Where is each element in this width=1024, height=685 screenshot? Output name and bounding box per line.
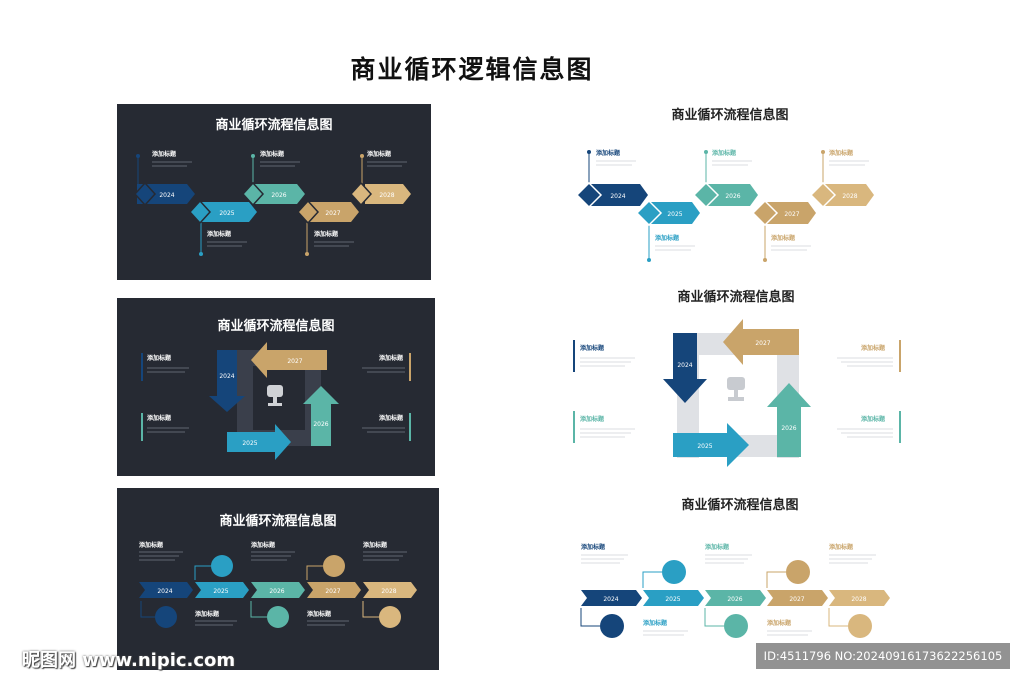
bulb-icon (724, 614, 748, 638)
item-title: 添加标题 (861, 415, 886, 423)
eye-icon (662, 560, 686, 584)
watermark-site: 昵图网 www.nipic.com (22, 650, 236, 671)
year-label-2025: 2025 (667, 211, 682, 218)
linear-diagram-light: 2024 2025 2026 2027 2028 添加标题 添加标题 添加标题 … (580, 543, 890, 638)
eye-icon (211, 555, 233, 577)
target-icon (600, 614, 624, 638)
item-title: 添加标题 (307, 610, 332, 618)
target-icon (155, 606, 177, 628)
year-label-2025: 2025 (665, 596, 680, 603)
panel-title: 商业循环流程信息图 (215, 118, 333, 133)
year-label-2027: 2027 (325, 210, 340, 217)
year-label-2027: 2027 (325, 588, 340, 595)
trophy-icon (848, 614, 872, 638)
item-title: 添加标题 (705, 543, 730, 551)
item-title: 添加标题 (367, 150, 392, 158)
panel-light-zigzag: 商业循环流程信息图 2024 2025 2026 2027 2028 添加标题 … (560, 100, 900, 270)
year-label-2027: 2027 (755, 340, 770, 347)
linear-diagram: 2024 2025 2026 2027 2028 添加标题 添加标题 添加标题 … (139, 541, 417, 628)
panel-dark-zigzag: 商业循环流程信息图 2024 2025 2026 2027 2028 添加标题 … (117, 104, 431, 280)
year-label-2027: 2027 (789, 596, 804, 603)
panel-dark-cycle: 商业循环流程信息图 2027 2024 2025 2026 添加标题 添加标题 … (117, 298, 435, 476)
year-label-2026: 2026 (269, 588, 284, 595)
item-title: 添加标题 (379, 414, 404, 422)
page-title: 商业循环逻辑信息图 (350, 55, 594, 84)
item-title: 添加标题 (596, 149, 621, 157)
item-title: 添加标题 (251, 541, 276, 549)
item-title: 添加标题 (147, 414, 172, 422)
bulb-icon (267, 606, 289, 628)
item-title: 添加标题 (581, 543, 606, 551)
year-label-2028: 2028 (842, 193, 857, 200)
zigzag-diagram: 2024 2025 2026 2027 2028 添加标题 添加标题 添加标题 … (133, 150, 411, 256)
item-title: 添加标题 (712, 149, 737, 157)
item-title: 添加标题 (207, 230, 232, 238)
item-title: 添加标题 (195, 610, 220, 618)
item-title: 添加标题 (829, 543, 854, 551)
panel-title: 商业循环流程信息图 (219, 514, 337, 529)
trophy-icon (727, 377, 745, 401)
year-label-2028: 2028 (381, 588, 396, 595)
scale-icon (786, 560, 810, 584)
panel-title: 商业循环流程信息图 (681, 498, 799, 513)
year-label-2025: 2025 (242, 440, 257, 447)
year-label-2024: 2024 (677, 362, 692, 369)
year-label-2027: 2027 (287, 358, 302, 365)
panel-title: 商业循环流程信息图 (217, 319, 335, 334)
year-label-2024: 2024 (603, 596, 618, 603)
item-title: 添加标题 (363, 541, 388, 549)
panel-title: 商业循环流程信息图 (671, 108, 789, 123)
year-label-2027: 2027 (784, 211, 799, 218)
year-label-2026: 2026 (725, 193, 740, 200)
year-label-2026: 2026 (313, 421, 328, 428)
cycle-diagram-light: 2027 2024 2025 2026 添加标题 添加标题 添加标题 添加标题 (573, 319, 901, 467)
item-title: 添加标题 (260, 150, 285, 158)
item-title: 添加标题 (643, 619, 668, 627)
year-label-2026: 2026 (271, 192, 286, 199)
item-title: 添加标题 (379, 354, 404, 362)
panel-title: 商业循环流程信息图 (677, 290, 795, 305)
item-title: 添加标题 (829, 149, 854, 157)
panel-dark-linear: 商业循环流程信息图 2024 2025 2026 2027 2028 添加标题 … (117, 488, 439, 670)
cycle-diagram: 2027 2024 2025 2026 添加标题 添加标题 添加标题 添加标题 (141, 342, 411, 460)
year-label-2024: 2024 (219, 373, 234, 380)
year-label-2024: 2024 (159, 192, 174, 199)
item-title: 添加标题 (152, 150, 177, 158)
item-title: 添加标题 (767, 619, 792, 627)
item-title: 添加标题 (314, 230, 339, 238)
year-label-2025: 2025 (697, 443, 712, 450)
year-label-2024: 2024 (610, 193, 625, 200)
year-label-2024: 2024 (157, 588, 172, 595)
year-label-2026: 2026 (781, 425, 796, 432)
scale-icon (323, 555, 345, 577)
panel-light-cycle: 商业循环流程信息图 2027 2024 2025 2026 添加标题 添加标题 … (565, 285, 907, 470)
year-label-2026: 2026 (727, 596, 742, 603)
item-title: 添加标题 (861, 344, 886, 352)
item-title: 添加标题 (147, 354, 172, 362)
item-title: 添加标题 (580, 344, 605, 352)
zigzag-diagram-light: 2024 2025 2026 2027 2028 添加标题 添加标题 添加标题 … (575, 149, 874, 262)
item-title: 添加标题 (771, 234, 796, 242)
item-title: 添加标题 (655, 234, 680, 242)
year-label-2025: 2025 (219, 210, 234, 217)
year-label-2028: 2028 (379, 192, 394, 199)
trophy-icon (379, 606, 401, 628)
watermark-id: ID:4511796 NO:20240916173622256105 (756, 643, 1010, 669)
item-title: 添加标题 (139, 541, 164, 549)
year-label-2025: 2025 (213, 588, 228, 595)
year-label-2028: 2028 (851, 596, 866, 603)
item-title: 添加标题 (580, 415, 605, 423)
trophy-icon (267, 385, 283, 406)
panel-light-linear: 商业循环流程信息图 2024 2025 2026 2027 2028 添加标题 … (570, 492, 910, 652)
